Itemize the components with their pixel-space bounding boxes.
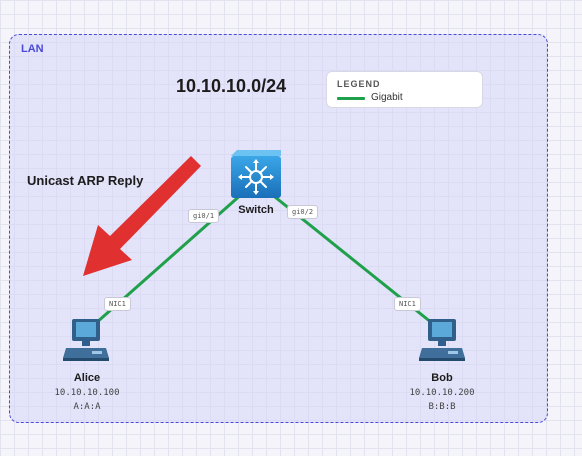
switch-label: Switch [238, 204, 274, 216]
port-label-alice-nic1: NIC1 [104, 297, 131, 311]
subnet-label: 10.10.10.0/24 [176, 76, 287, 96]
port-label-gi0-2: gi0/2 [287, 205, 319, 219]
legend-gigabit-label: Gigabit [371, 92, 403, 103]
lan-zone-label: LAN [21, 43, 44, 55]
alice-computer-icon[interactable] [62, 318, 110, 367]
bob-mac: B:B:B [428, 402, 456, 412]
alice-label: Alice [73, 372, 101, 384]
bob-computer-icon[interactable] [418, 318, 466, 367]
port-label-bob-nic1: NIC1 [394, 297, 421, 311]
alice-mac: A:A:A [73, 402, 101, 412]
arrow-annotation: Unicast ARP Reply [27, 173, 144, 188]
alice-ip: 10.10.10.100 [54, 388, 120, 398]
legend-title: LEGEND [337, 79, 381, 89]
legend-gigabit-swatch [337, 97, 365, 100]
port-label-gi0-1: gi0/1 [188, 209, 220, 223]
switch-icon[interactable] [231, 150, 281, 203]
arp-reply-arrow [83, 156, 201, 276]
bob-label: Bob [431, 372, 453, 384]
legend: LEGEND Gigabit [326, 71, 483, 108]
bob-ip: 10.10.10.200 [409, 388, 475, 398]
